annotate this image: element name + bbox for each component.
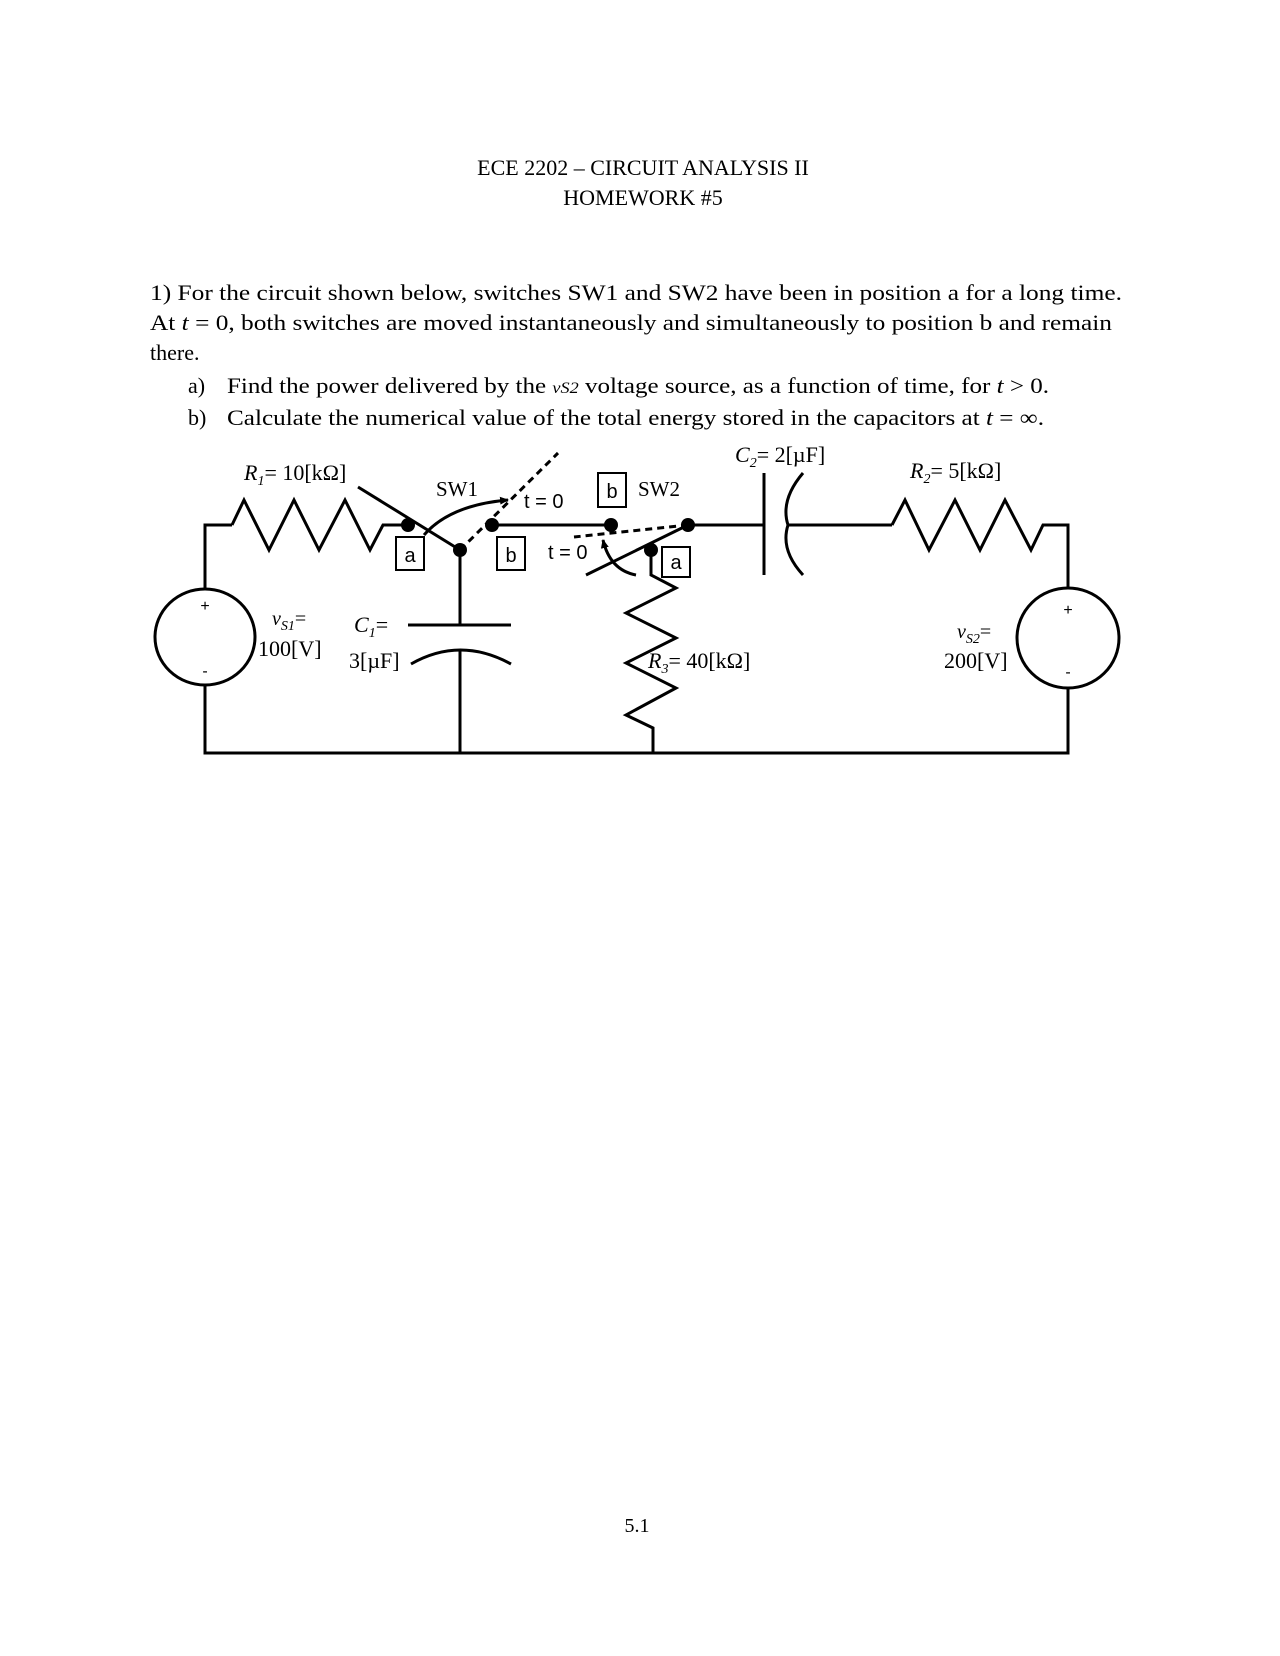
problem-line-1: 1) For the circuit shown below, switches… xyxy=(150,280,1122,305)
course-title: ECE 2202 – CIRCUIT ANALYSIS II xyxy=(477,155,809,180)
part-b-var: t xyxy=(986,405,994,430)
resistor-r3 xyxy=(622,550,680,753)
sw2-box-a xyxy=(661,546,691,578)
sw1-label-a: a xyxy=(404,545,416,567)
circuit-diagram: + - a b SW1 t = 0 b a SW2 t = xyxy=(153,442,1121,755)
sw2-label-a: a xyxy=(670,552,682,574)
vs2-value: 200[V] xyxy=(944,648,1008,673)
resistor-r1 xyxy=(230,496,408,554)
sw2-contact-b xyxy=(604,518,618,532)
r1-label: R1= 10[kΩ] xyxy=(243,460,346,489)
vs1-plus-sign: + xyxy=(200,598,209,615)
sw1-arm-dashed xyxy=(458,451,560,552)
sw2-label-b: b xyxy=(606,481,617,503)
part-a-source: vS2 xyxy=(552,380,578,397)
vs2-label: vS2= xyxy=(957,621,991,647)
assignment-title: HOMEWORK #5 xyxy=(563,185,723,210)
wire-left-top xyxy=(203,523,232,588)
part-b-post: = ∞. xyxy=(993,405,1044,430)
sw1-motion-arrow xyxy=(422,496,509,536)
sw2-motion-arrow xyxy=(600,539,637,577)
voltage-source-vs2 xyxy=(1015,586,1121,690)
part-a-var: t xyxy=(997,373,1005,398)
resistor-r2 xyxy=(890,496,1070,587)
line2-post: = 0, both switches are moved instantaneo… xyxy=(189,310,1112,335)
r3-label: R3= 40[kΩ] xyxy=(647,648,750,677)
vs2-plus-sign: + xyxy=(1063,602,1072,619)
part-b-label: b) xyxy=(188,405,206,430)
vs2-minus-sign: - xyxy=(1065,664,1070,681)
line2-pre: At xyxy=(150,310,182,335)
sw1-time: t = 0 xyxy=(524,491,563,513)
part-b-text: Calculate the numerical value of the tot… xyxy=(227,405,1044,430)
sw2-arm xyxy=(585,523,689,577)
sw2-name: SW2 xyxy=(638,477,680,501)
part-a-pre: Find the power delivered by the xyxy=(227,373,552,398)
part-a-label: a) xyxy=(188,373,205,398)
problem-line-3: there. xyxy=(150,340,199,365)
part-a-text: Find the power delivered by the vS2 volt… xyxy=(227,373,1049,398)
vs1-minus-sign: - xyxy=(202,663,207,680)
vs1-label: vS1= xyxy=(272,608,306,634)
time-variable: t xyxy=(182,310,190,335)
sw1-label-b: b xyxy=(505,545,516,567)
part-b-pre: Calculate the numerical value of the tot… xyxy=(227,405,986,430)
c1-value: 3[µF] xyxy=(349,648,400,673)
part-a-mid: voltage source, as a function of time, f… xyxy=(579,373,997,398)
c2-label: C2= 2[µF] xyxy=(735,442,825,471)
part-a-post: > 0. xyxy=(1004,373,1049,398)
vs1-value: 100[V] xyxy=(258,636,322,661)
page-number: 5.1 xyxy=(625,1515,650,1537)
r2-label: R2= 5[kΩ] xyxy=(909,458,1001,487)
sw2-arm-dashed xyxy=(573,523,689,539)
sw1-arm xyxy=(357,485,461,552)
wire-bottom xyxy=(203,685,1070,755)
sw2-time: t = 0 xyxy=(548,542,587,564)
sw2-box-b xyxy=(597,472,627,508)
sw1-name: SW1 xyxy=(436,477,478,501)
sw1-box-a xyxy=(395,536,425,571)
sw1-box-b xyxy=(496,536,526,571)
c1-label: C1= xyxy=(354,612,388,641)
problem-line-2: At t = 0, both switches are moved instan… xyxy=(150,310,1112,335)
